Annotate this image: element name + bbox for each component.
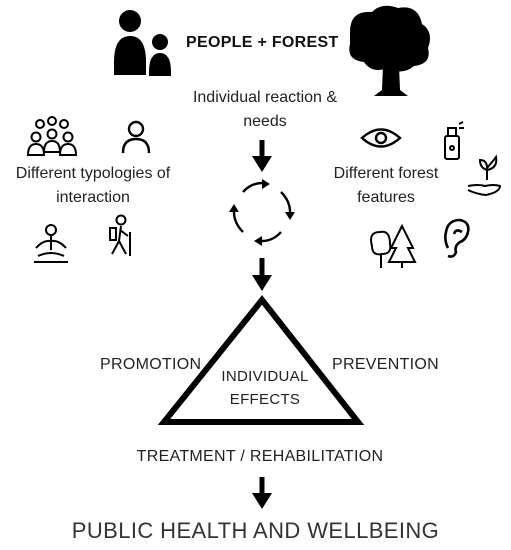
interaction-line-2: interaction — [56, 189, 130, 206]
promotion-label: PROMOTION — [100, 356, 202, 373]
spray-icon — [444, 121, 464, 160]
individual-effects-line-1: INDIVIDUAL — [221, 368, 309, 385]
reaction-label: Individual reaction & needs — [170, 86, 360, 134]
arrow-down-icon — [252, 140, 272, 172]
effects-triangle — [157, 295, 365, 425]
treatment-label: TREATMENT / REHABILITATION — [136, 448, 384, 465]
reaction-line-1: Individual reaction & — [192, 89, 338, 106]
arrow-down-icon — [252, 477, 272, 509]
features-line-1: Different forest — [333, 165, 439, 182]
group-icon — [26, 116, 78, 156]
interaction-line-1: Different typologies of — [15, 165, 171, 182]
family-icon — [114, 10, 171, 76]
hiker-icon — [109, 214, 131, 256]
footer-title: PUBLIC HEALTH AND WELLBEING — [71, 518, 440, 543]
interaction-label: Different typologies of interaction — [0, 162, 186, 210]
trees-icon — [370, 223, 417, 268]
meditation-icon — [34, 224, 68, 263]
arrow-down-icon — [252, 258, 272, 291]
cycle-icon — [229, 179, 295, 246]
ear-icon — [444, 218, 470, 258]
individual-effects-label: INDIVIDUAL EFFECTS — [210, 365, 320, 411]
tree-icon — [349, 5, 430, 96]
reaction-line-2: needs — [243, 113, 287, 130]
features-line-2: features — [357, 189, 415, 206]
plant-hand-icon — [467, 154, 502, 197]
individual-effects-line-2: EFFECTS — [229, 391, 301, 408]
prevention-label: PREVENTION — [332, 356, 440, 373]
person-icon — [121, 120, 151, 154]
eye-icon — [360, 128, 402, 148]
features-label: Different forest features — [320, 162, 452, 210]
page-title: PEOPLE + FOREST — [186, 34, 339, 51]
